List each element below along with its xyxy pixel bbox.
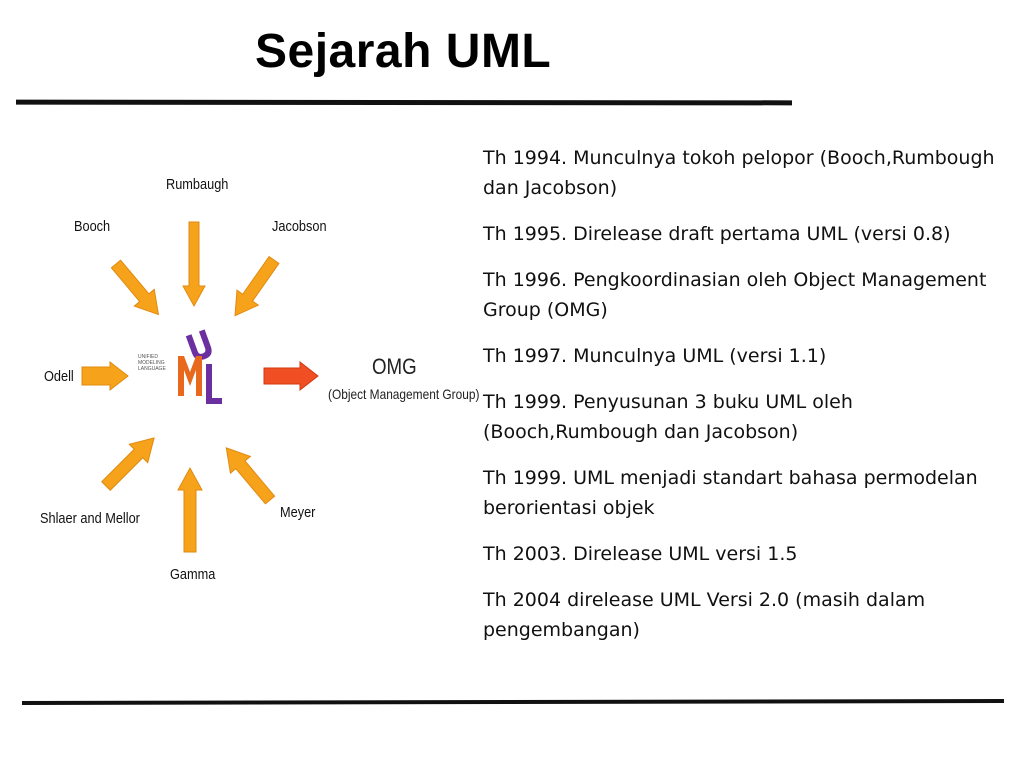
arrow-jacobson — [234, 255, 280, 317]
label-meyer: Meyer — [280, 504, 316, 521]
label-shlaer-mellor: Shlaer and Mellor — [40, 510, 140, 527]
timeline-list: Th 1994. Munculnya tokoh pelopor (Booch,… — [483, 143, 1003, 661]
arrow-gamma — [177, 466, 203, 553]
timeline-item: Th 2003. Direlease UML versi 1.5 — [483, 543, 798, 565]
logo-caption-line: LANGUAGE — [138, 366, 166, 372]
arrow-booch — [110, 259, 160, 316]
arrow-meyer — [225, 447, 276, 505]
uml-history-diagram: UNIFIED MODELING LANGUAGE Rumbaugh Booch… — [30, 160, 479, 600]
omg-label: OMG — [372, 354, 417, 379]
arrow-odell — [81, 360, 129, 392]
uml-logo-caption: UNIFIED MODELING LANGUAGE — [138, 354, 166, 372]
timeline-item: Th 1997. Munculnya UML (versi 1.1) — [483, 345, 827, 367]
label-jacobson: Jacobson — [272, 218, 327, 235]
timeline-item: Th 1999. UML menjadi standart bahasa per… — [483, 467, 978, 519]
timeline-item: Th 1999. Penyusunan 3 buku UML oleh (Boo… — [483, 391, 853, 443]
title-underline — [16, 99, 792, 106]
label-booch: Booch — [74, 218, 111, 235]
arrow-rumbaugh — [182, 221, 206, 308]
uml-logo-icon — [178, 329, 222, 404]
timeline-item: Th 2004 direlease UML Versi 2.0 (masih d… — [483, 589, 926, 641]
timeline-item: Th 1996. Pengkoordinasian oleh Object Ma… — [483, 269, 987, 321]
arrow-to-omg — [263, 360, 319, 392]
logo-caption-line: MODELING — [138, 360, 165, 366]
omg-full-name: (Object Management Group) — [328, 386, 480, 402]
arrow-shlaer-mellor — [101, 437, 155, 491]
slide-title: Sejarah UML — [255, 25, 552, 78]
label-odell: Odell — [44, 368, 74, 385]
timeline-item: Th 1994. Munculnya tokoh pelopor (Booch,… — [483, 147, 995, 199]
bottom-rule — [21, 698, 1005, 706]
label-rumbaugh: Rumbaugh — [166, 176, 229, 193]
diagram-arrows — [81, 221, 319, 553]
logo-caption-line: UNIFIED — [138, 354, 158, 360]
label-gamma: Gamma — [170, 566, 216, 583]
timeline-item: Th 1995. Direlease draft pertama UML (ve… — [483, 223, 951, 245]
